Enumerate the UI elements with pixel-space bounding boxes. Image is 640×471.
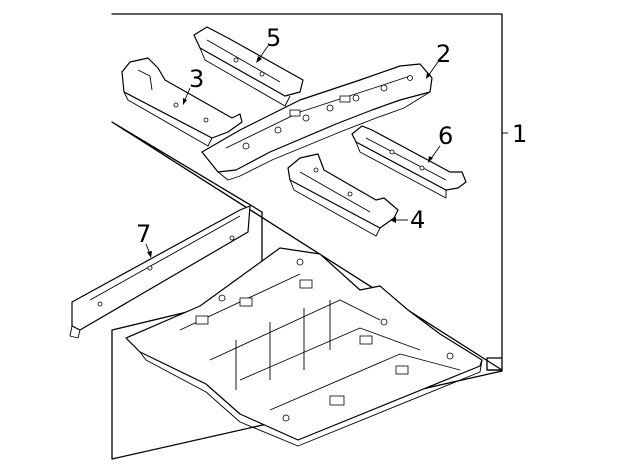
callout-1: 1 [512,120,527,148]
callout-4: 4 [410,206,425,234]
arrow-6 [428,156,433,163]
arrow-3 [183,98,187,105]
leader-2 [427,61,439,77]
callout-7: 7 [136,220,151,248]
part-6-rail [351,125,467,199]
floor-pan [125,247,483,447]
arrow-4 [390,217,396,223]
callout-6: 6 [438,122,453,150]
arrow-2 [426,72,431,79]
arrow-7 [147,251,152,258]
part-5-rail [193,26,304,107]
callout-2: 2 [436,40,451,68]
part-7-sill [69,205,251,339]
part-4-rail [287,153,399,237]
callout-5: 5 [266,24,281,52]
callout-3: 3 [189,65,204,93]
arrow-5 [256,56,262,63]
part-3-rail [121,57,243,147]
part-2-crossmember [201,63,433,181]
